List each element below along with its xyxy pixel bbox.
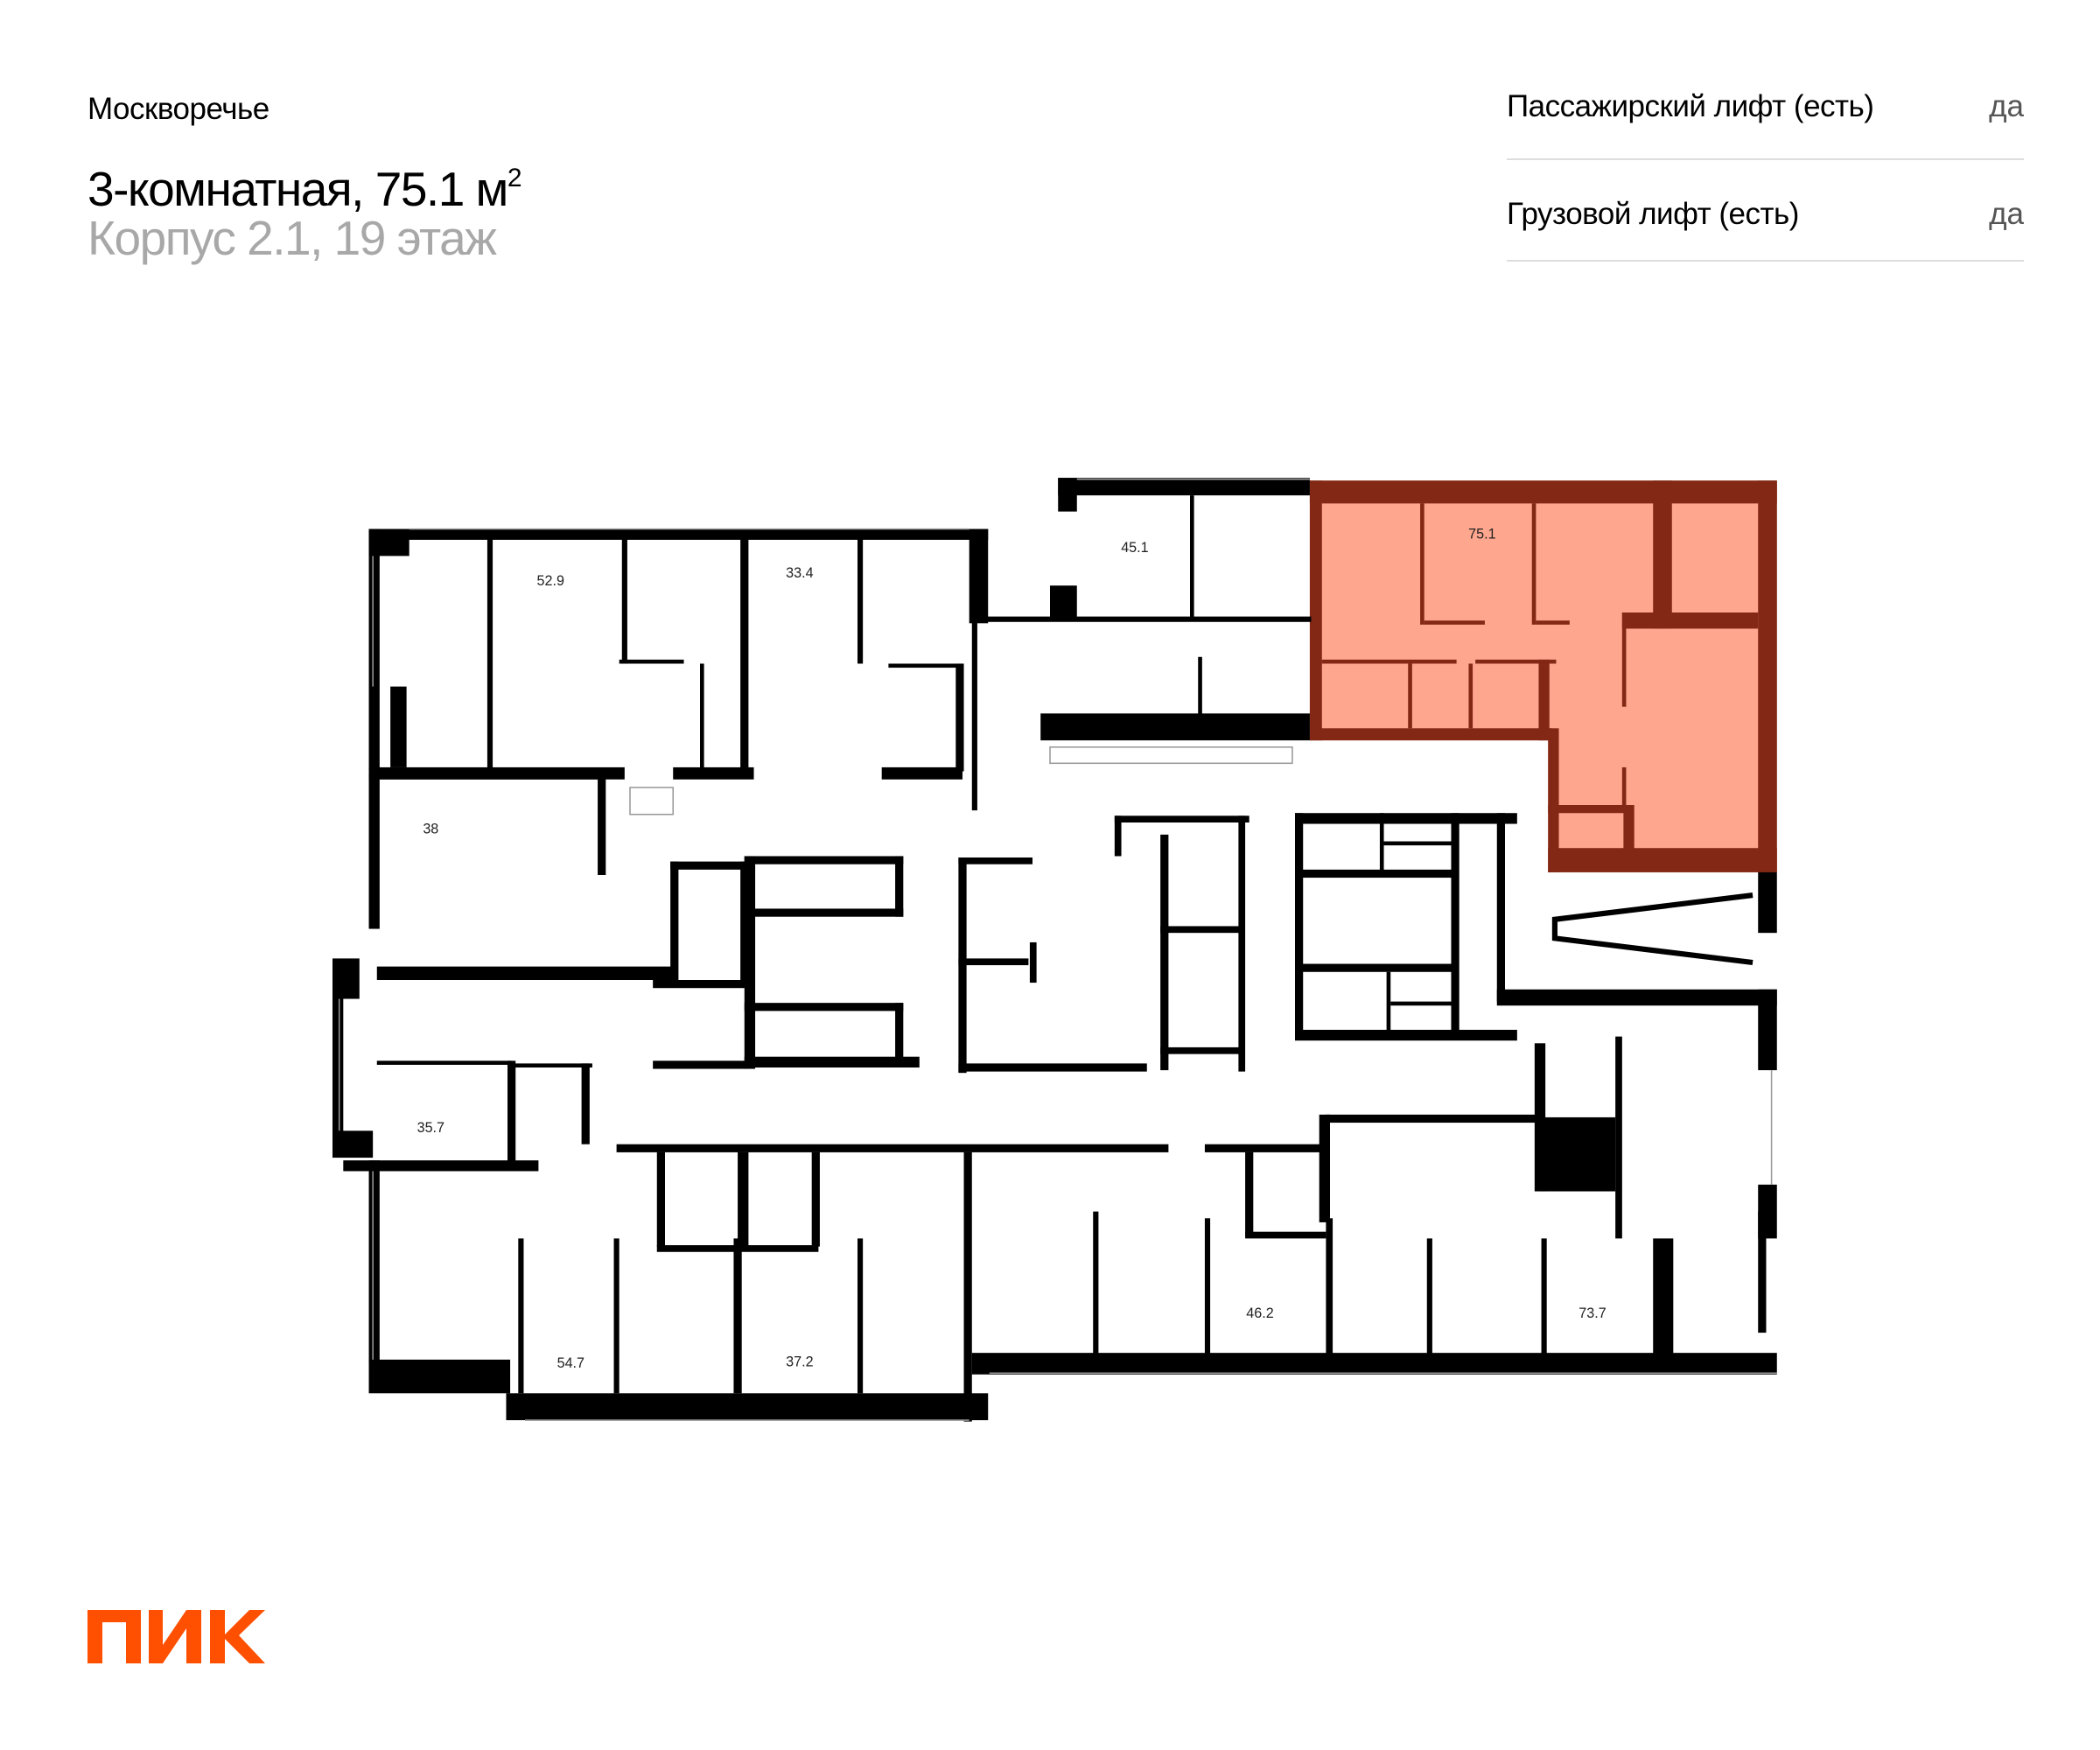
apartment-title-text: 3-комнатная, 75.1 м <box>88 162 508 216</box>
apartment-area-labels: 52.9 33.4 45.1 38 35.7 54.7 37.2 46.2 73… <box>417 540 1606 1371</box>
feature-passenger-lift: Пассажирский лифт (есть) да <box>1507 80 2024 160</box>
feature-label: Грузовой лифт (есть) <box>1507 197 1799 231</box>
svg-text:35.7: 35.7 <box>417 1120 444 1136</box>
feature-freight-lift: Грузовой лифт (есть) да <box>1507 160 2024 262</box>
svg-text:33.4: 33.4 <box>786 565 813 581</box>
building-floor: Корпус 2.1, 19 этаж <box>88 211 497 265</box>
building-walls <box>332 478 1777 1422</box>
area-unit-superscript: 2 <box>507 164 522 192</box>
features-list: Пассажирский лифт (есть) да Грузовой лиф… <box>1507 80 2024 262</box>
svg-text:54.7: 54.7 <box>557 1355 584 1371</box>
svg-text:73.7: 73.7 <box>1578 1306 1606 1321</box>
svg-text:46.2: 46.2 <box>1246 1306 1273 1321</box>
svg-text:38: 38 <box>423 821 438 836</box>
feature-value: да <box>1989 197 2024 231</box>
window-lines <box>338 478 1777 1421</box>
apartment-area-label: 75.1 <box>1468 526 1495 542</box>
svg-text:45.1: 45.1 <box>1121 540 1148 556</box>
pik-logo <box>88 1610 265 1663</box>
apartment-title: 3-комнатная, 75.1 м2 <box>88 150 522 217</box>
svg-text:37.2: 37.2 <box>786 1354 813 1370</box>
svg-text:52.9: 52.9 <box>537 573 564 589</box>
highlighted-apartment[interactable]: 75.1 <box>1309 480 1777 872</box>
feature-label: Пассажирский лифт (есть) <box>1507 89 1874 123</box>
feature-value: да <box>1989 89 2024 123</box>
project-name: Москворечье <box>88 92 270 126</box>
